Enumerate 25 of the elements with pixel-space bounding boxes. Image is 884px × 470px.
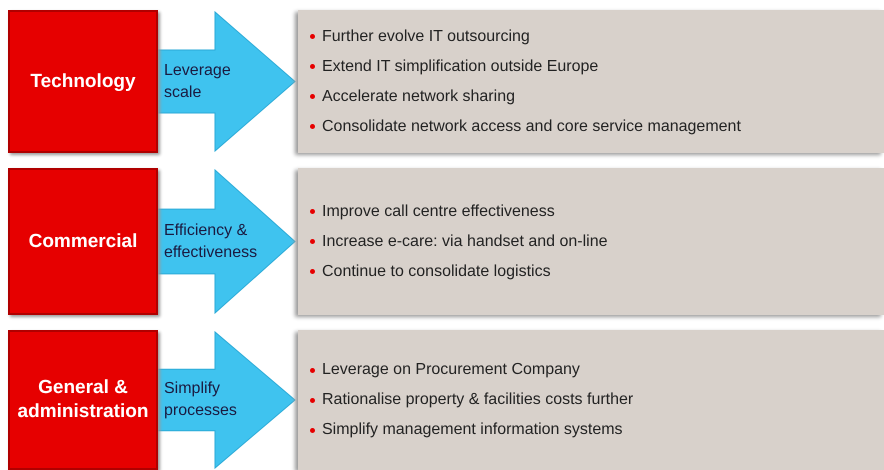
- category-label: Technology: [30, 70, 136, 94]
- category-box: [8, 168, 158, 315]
- block-arrow: [156, 168, 296, 314]
- category-box: [8, 10, 158, 153]
- bullet-item: Simplify management information systems: [322, 420, 623, 440]
- category-box: [8, 330, 158, 470]
- bullet-item: Improve call centre effectiveness: [322, 202, 555, 222]
- bullet-item: Further evolve IT outsourcing: [322, 26, 530, 46]
- bullet-panel: [298, 330, 884, 470]
- bullet-item: Rationalise property & facilities costs further: [322, 390, 634, 410]
- category-label: General & administration: [16, 376, 150, 424]
- block-arrow: [156, 10, 296, 152]
- bullet-item: Leverage on Procurement Company: [322, 360, 580, 380]
- edge-label: Leverage scale: [164, 60, 232, 102]
- bullet-panel: [298, 10, 884, 153]
- category-label: Commercial: [28, 230, 138, 254]
- bullet-item: Extend IT simplification outside Europe: [322, 56, 598, 76]
- bullet-item: Consolidate network access and core service management: [322, 116, 741, 136]
- block-arrow: [156, 330, 296, 470]
- bullet-item: Continue to consolidate logistics: [322, 262, 551, 282]
- bullet-item: Accelerate network sharing: [322, 86, 515, 106]
- bullet-item: Increase e-care: via handset and on-line: [322, 232, 608, 252]
- edge-label: Simplify processes: [164, 379, 238, 421]
- bullet-panel: [298, 168, 884, 315]
- edge-label: Efficiency & effectiveness: [164, 220, 258, 262]
